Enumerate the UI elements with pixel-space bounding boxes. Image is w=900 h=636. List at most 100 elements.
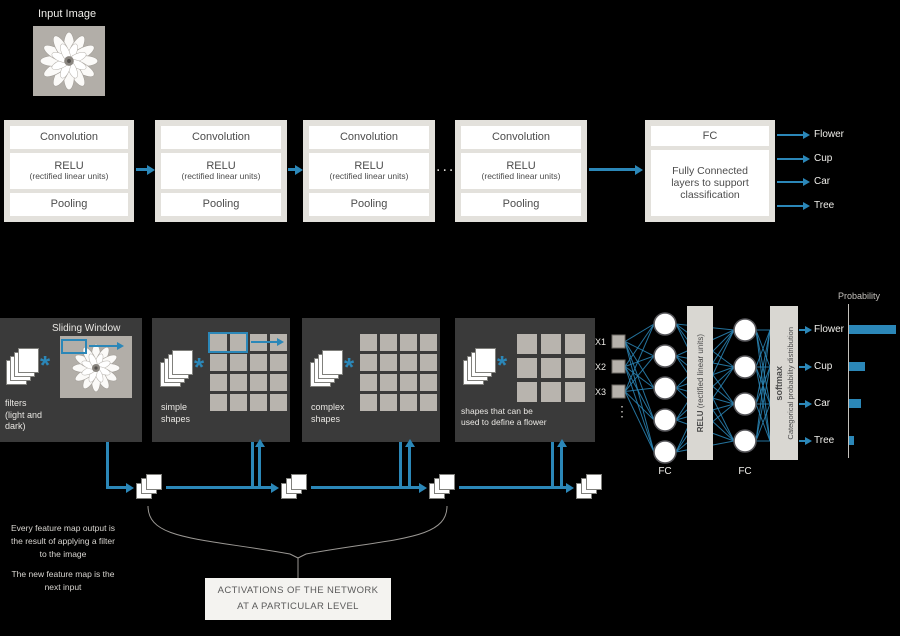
filter-stack-icon xyxy=(6,348,42,388)
grid-cell xyxy=(250,394,267,411)
grid-cell xyxy=(420,334,437,351)
note-next-input: The new feature map is the next input xyxy=(11,569,115,593)
connector-line xyxy=(251,442,254,489)
grid-cell xyxy=(230,374,247,391)
grid-cell xyxy=(380,354,397,371)
prob-bar-cup xyxy=(849,362,865,371)
grid-cell xyxy=(541,334,561,354)
input-x1-label: X1 xyxy=(595,337,607,347)
grid-cell xyxy=(210,334,227,351)
hidden-node xyxy=(653,408,677,432)
feature-grid xyxy=(360,334,437,411)
grid-cell xyxy=(420,394,437,411)
feature-map-stack xyxy=(281,474,309,500)
connector-arrow-up-icon xyxy=(254,439,265,489)
input-x3-label: X3 xyxy=(595,387,607,397)
grid-cell xyxy=(400,354,417,371)
relu-subtitle: (rectified linear units) xyxy=(29,171,109,182)
flower-image xyxy=(60,336,132,398)
activations-line1: ACTIVATIONS OF THE NETWORK xyxy=(217,584,379,596)
probability-title: Probability xyxy=(838,291,881,301)
grid-cell xyxy=(360,394,377,411)
arrow-right-icon xyxy=(589,164,643,175)
grid-cell xyxy=(565,382,585,402)
stack-layer xyxy=(586,474,602,490)
grid-cell xyxy=(270,374,287,391)
grid-cell xyxy=(517,382,537,402)
connector-arrow-icon xyxy=(251,482,279,493)
pooling-label: Pooling xyxy=(461,193,581,216)
grid-cell xyxy=(380,374,397,391)
relu-label: RELU (rectified linear units) xyxy=(309,153,429,189)
grid-cell xyxy=(360,334,377,351)
grid-cell xyxy=(420,374,437,391)
grid-cell xyxy=(210,394,227,411)
pooling-label: Pooling xyxy=(10,193,128,216)
grid-cell xyxy=(230,334,247,351)
relu-bar-title: RELU xyxy=(695,410,705,433)
grid-cell xyxy=(230,394,247,411)
neural-network-graph xyxy=(611,312,771,464)
grid-cell xyxy=(230,354,247,371)
flower-icon xyxy=(39,31,99,91)
output-label-car: Car xyxy=(814,176,831,187)
grid-cell xyxy=(517,358,537,378)
connector-line xyxy=(311,486,408,489)
fc-title: FC xyxy=(651,126,769,146)
feature-panel-2: * simple shapes xyxy=(152,318,290,442)
grid-cell xyxy=(380,394,397,411)
output-arrow-icon xyxy=(777,178,810,186)
hidden-node xyxy=(733,318,757,342)
hidden-node xyxy=(733,429,757,453)
input-image-label: Input Image xyxy=(38,8,97,20)
grid-cell xyxy=(541,382,561,402)
filter-stack-icon xyxy=(463,348,499,388)
connector-line xyxy=(106,442,109,489)
sliding-window-rect xyxy=(61,339,87,354)
connector-line xyxy=(166,486,258,489)
activations-box: ACTIVATIONS OF THE NETWORK AT A PARTICUL… xyxy=(205,578,391,620)
arrow-right-icon xyxy=(136,164,155,175)
convolution-label: Convolution xyxy=(309,126,429,149)
feature-panel-1: Sliding Window * filters (light and dark… xyxy=(0,318,142,442)
conv-block-1: Convolution RELU (rectified linear units… xyxy=(4,120,134,222)
convolution-label: Convolution xyxy=(461,126,581,149)
feature-grid xyxy=(208,332,287,411)
panel-caption: complex shapes xyxy=(311,402,345,424)
input-node xyxy=(611,359,626,374)
vertical-ellipsis-dots: ⋮ xyxy=(615,403,629,419)
relu-subtitle: (rectified linear units) xyxy=(329,171,409,182)
grid-cell xyxy=(565,334,585,354)
output-label-flower: Flower xyxy=(814,129,845,140)
feature-map-stack xyxy=(429,474,457,500)
convolution-label: Convolution xyxy=(161,126,281,149)
relu-bar: RELU (rectified linear units) xyxy=(687,306,713,460)
filter-stack-icon xyxy=(160,350,196,390)
connector-arrow-icon xyxy=(399,482,427,493)
note-feature-map-output: Every feature map output is the result o… xyxy=(11,523,115,560)
softmax-bar: softmax Categorical probability distribu… xyxy=(770,306,798,460)
conv-block-2: Convolution RELU (rectified linear units… xyxy=(155,120,287,222)
relu-title: RELU xyxy=(54,159,84,172)
feature-map-stack xyxy=(576,474,604,500)
prob-label-cup: Cup xyxy=(814,361,833,372)
grid-cell xyxy=(400,374,417,391)
grid-cell xyxy=(250,354,267,371)
conv-block-3: Convolution RELU (rectified linear units… xyxy=(303,120,435,222)
convolution-label: Convolution xyxy=(10,126,128,149)
grid-cell xyxy=(565,358,585,378)
connector-arrow-icon xyxy=(106,482,134,493)
prob-bar-flower xyxy=(849,325,896,334)
panel-caption: filters (light and dark) xyxy=(5,398,43,432)
probability-axis xyxy=(848,304,849,458)
prob-bar-car xyxy=(849,399,862,408)
input-image xyxy=(33,26,105,96)
relu-title: RELU xyxy=(206,159,236,172)
slide-arrow-icon xyxy=(251,338,284,346)
grid-cell xyxy=(210,374,227,391)
grid-cell xyxy=(270,394,287,411)
output-arrow-icon xyxy=(777,155,810,163)
relu-title: RELU xyxy=(506,159,536,172)
connector-line xyxy=(459,486,560,489)
prob-label-flower: Flower xyxy=(814,324,845,335)
